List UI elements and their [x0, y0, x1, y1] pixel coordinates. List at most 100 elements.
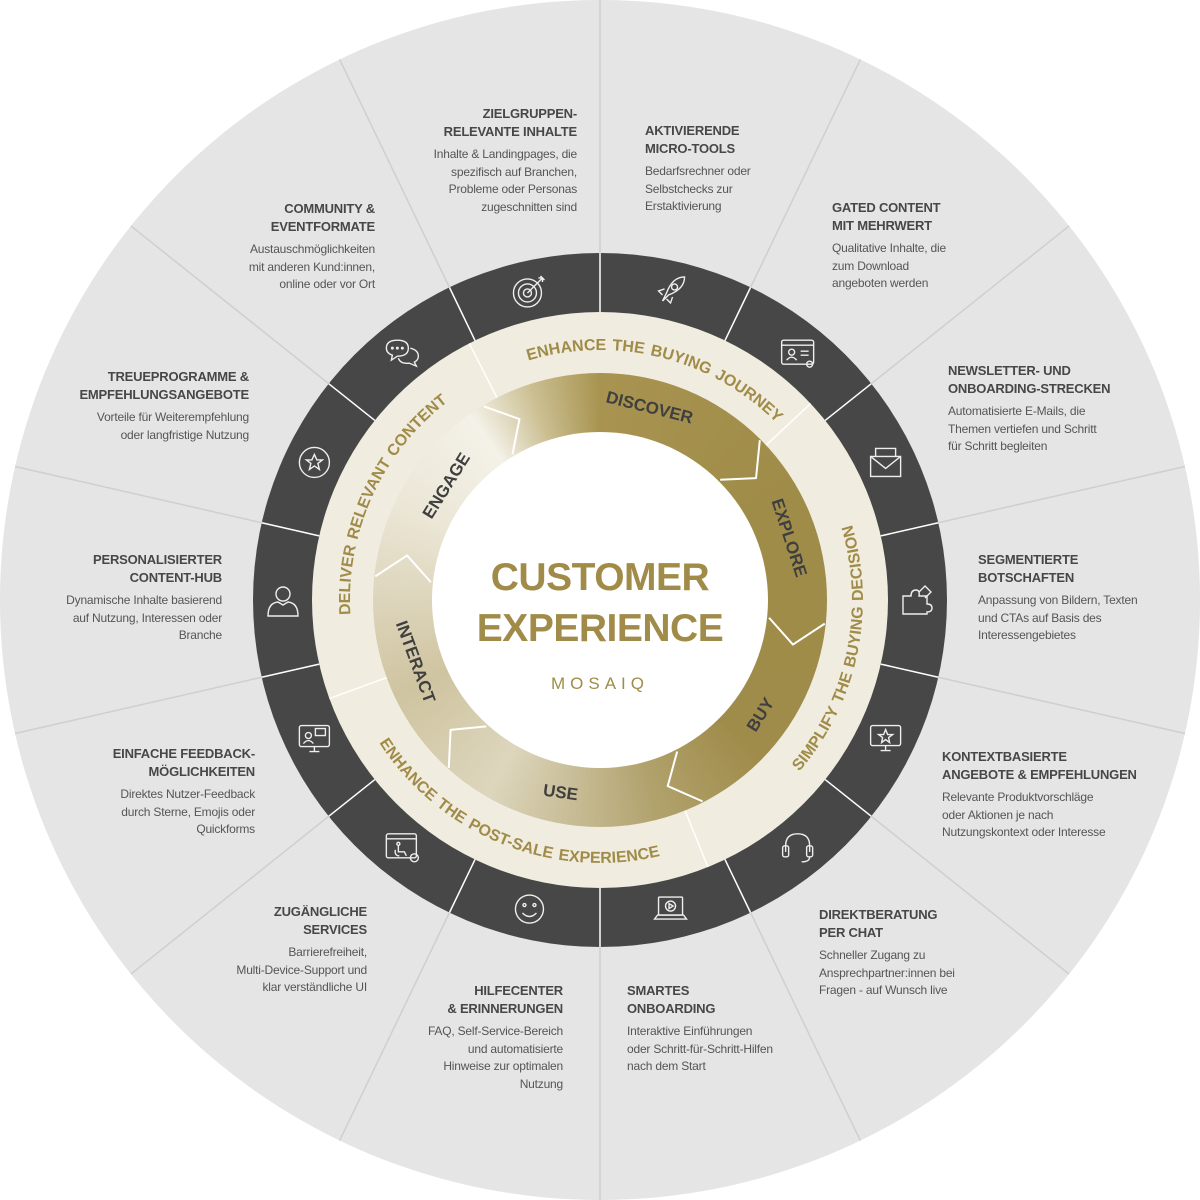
segment-divider [130, 225, 330, 385]
phase-divider [684, 810, 709, 868]
profile-browser-icon [780, 339, 815, 368]
segment-desc: Inhalte & Landingpages, die spezifisch a… [433, 147, 578, 214]
phase-word: CONTENT [384, 391, 450, 459]
segment-segmentierte-botschaften: SEGMENTIERTE BOTSCHAFTEN Anpassung von Bi… [978, 551, 1138, 645]
segment-title: TREUEPROGRAMME & EMPFEHLUNGSANGEBOTE [79, 369, 249, 402]
segment-desc: Bedarfsrechner oder Selbstchecks zur Ers… [645, 164, 751, 213]
icon-ring-divider [328, 383, 376, 422]
segment-title: AKTIVIERENDE MICRO-TOOLS [645, 123, 740, 156]
segment-title: GATED CONTENT MIT MEHRWERT [832, 200, 941, 233]
phase-word: ENHANCE [525, 337, 607, 364]
chat-bubbles-icon [385, 339, 420, 368]
icon-ring-divider [261, 663, 320, 678]
user-icon [267, 586, 299, 617]
segment-desc: Austauschmöglichkeiten mit anderen Kund:… [248, 242, 375, 291]
phase-word: EXPERIENCE [557, 843, 661, 867]
segment-divider [338, 59, 451, 288]
segment-desc: Relevante Produktvorschläge oder Aktione… [942, 790, 1106, 839]
segment-kontextbasierte-angebote: KONTEXTBASIERTE ANGEBOTE & EMPFEHLUNGEN R… [942, 748, 1137, 842]
segment-divider [749, 912, 862, 1141]
phase-word: DELIVER [337, 543, 360, 615]
segment-divider [870, 225, 1070, 385]
phase-word: ENHANCE [376, 735, 440, 805]
stage-arrow-chevron [483, 405, 521, 455]
segment-desc: Interaktive Einführungen oder Schritt-fü… [627, 1024, 773, 1073]
phase-word: THE [434, 795, 470, 827]
segment-title: COMMUNITY & EVENTFORMATE [270, 201, 375, 234]
segment-desc: Vorteile für Weiterempfehlung oder langf… [96, 410, 249, 442]
segment-gated-content: GATED CONTENT MIT MEHRWERT Qualitative In… [832, 199, 946, 293]
phase-word: THE [829, 670, 856, 706]
segment-desc: Direktes Nutzer-Feedback durch Sterne, E… [120, 787, 255, 836]
segment-smartes-onboarding: SMARTES ONBOARDING Interaktive Einführung… [627, 982, 773, 1076]
icon-ring-divider [328, 778, 376, 817]
icon-ring-divider [880, 522, 939, 537]
target-icon [512, 275, 545, 308]
accessibility-browser-icon [385, 833, 420, 863]
phase-word: THE [612, 337, 646, 358]
segment-title: KONTEXTBASIERTE ANGEBOTE & EMPFEHLUNGEN [942, 749, 1137, 782]
phase-word: SIMPLIFY [789, 704, 843, 774]
segment-title: HILFECENTER & ERINNERUNGEN [447, 983, 563, 1016]
puzzle-icon [902, 585, 933, 615]
phase-divider [765, 403, 812, 446]
segment-title: EINFACHE FEEDBACK- MÖGLICHKEITEN [112, 746, 255, 779]
star-circle-icon [298, 446, 331, 479]
segment-desc: Automatisierte E-Mails, die Themen verti… [948, 404, 1097, 453]
segment-desc: Dynamische Inhalte basierend auf Nutzung… [66, 593, 222, 642]
segment-community: COMMUNITY & EVENTFORMATE Austauschmöglich… [249, 200, 375, 294]
phase-divider [329, 676, 387, 700]
segment-content-hub: PERSONALISIERTER CONTENT-HUB Dynamische I… [66, 551, 222, 645]
icon-ring-divider [448, 287, 476, 341]
segment-desc: Qualitative Inhalte, die zum Download an… [832, 241, 946, 290]
rocket-icon [657, 276, 686, 305]
brand-logo: MOSAIQ [550, 674, 649, 693]
stage-arrow-chevron [720, 440, 761, 481]
monitor-star-icon [869, 724, 902, 752]
stage-arrow-chevron [768, 617, 826, 646]
segment-title: PERSONALISIERTER CONTENT-HUB [93, 552, 222, 585]
icon-ring-divider [824, 383, 872, 422]
phase-word: RELEVANT [345, 455, 395, 541]
segment-micro-tools: AKTIVIERENDE MICRO-TOOLS Bedarfsrechner o… [645, 122, 751, 216]
stage-arrow-chevron [447, 725, 487, 768]
phase-word: POST-SALE [465, 816, 555, 863]
icon-ring-divider [724, 859, 752, 913]
segment-title: DIREKTBERATUNG PER CHAT [819, 907, 938, 940]
segment-divider [338, 912, 451, 1141]
segment-desc: Anpassung von Bildern, Texten und CTAs a… [978, 593, 1138, 642]
phase-word: BUYING [649, 342, 714, 378]
segment-newsletter: NEWSLETTER- UND ONBOARDING-STRECKEN Autom… [948, 362, 1111, 456]
center-title: CUSTOMER EXPERIENCE [476, 556, 724, 650]
segment-divider [14, 676, 262, 735]
segment-title: SEGMENTIERTE BOTSCHAFTEN [978, 552, 1079, 585]
stage-arrow-chevron [374, 554, 432, 583]
segment-desc: FAQ, Self-Service-Bereich und automatisi… [427, 1024, 563, 1091]
phase-label-bottom: ENHANCE THE POST-SALE EXPERIENCE [376, 735, 662, 867]
segment-direktberatung: DIREKTBERATUNG PER CHAT Schneller Zugang … [819, 906, 955, 1000]
segment-hilfecenter: HILFECENTER & ERINNERUNGEN FAQ, Self-Serv… [428, 982, 563, 1093]
phase-word: BUYING [841, 606, 867, 669]
segment-feedback: EINFACHE FEEDBACK- MÖGLICHKEITEN Direktes… [113, 745, 255, 839]
segment-title: ZUGÄNGLICHE SERVICES [273, 904, 367, 937]
segment-divider [14, 465, 262, 524]
phase-word: DECISION [839, 523, 867, 601]
laptop-play-icon [653, 896, 688, 920]
segment-divider [938, 465, 1186, 524]
icon-ring-divider [824, 778, 872, 817]
center-circle [432, 432, 768, 768]
segment-zielgruppen: ZIELGRUPPEN- RELEVANTE INHALTE Inhalte & … [433, 105, 578, 216]
segment-title: ZIELGRUPPEN- RELEVANTE INHALTE [443, 106, 578, 139]
segment-divider [130, 815, 330, 975]
phase-word: JOURNEY [712, 366, 785, 426]
icon-ring-divider [724, 287, 752, 341]
icon-ring-divider [261, 522, 320, 537]
segment-title: SMARTES ONBOARDING [627, 983, 716, 1016]
segment-desc: Schneller Zugang zu Ansprechpartner:inne… [819, 948, 955, 997]
stage-arrow-chevron [666, 751, 704, 803]
segment-title: NEWSLETTER- UND ONBOARDING-STRECKEN [948, 363, 1111, 396]
headset-icon [781, 833, 814, 863]
segment-divider [938, 676, 1186, 735]
